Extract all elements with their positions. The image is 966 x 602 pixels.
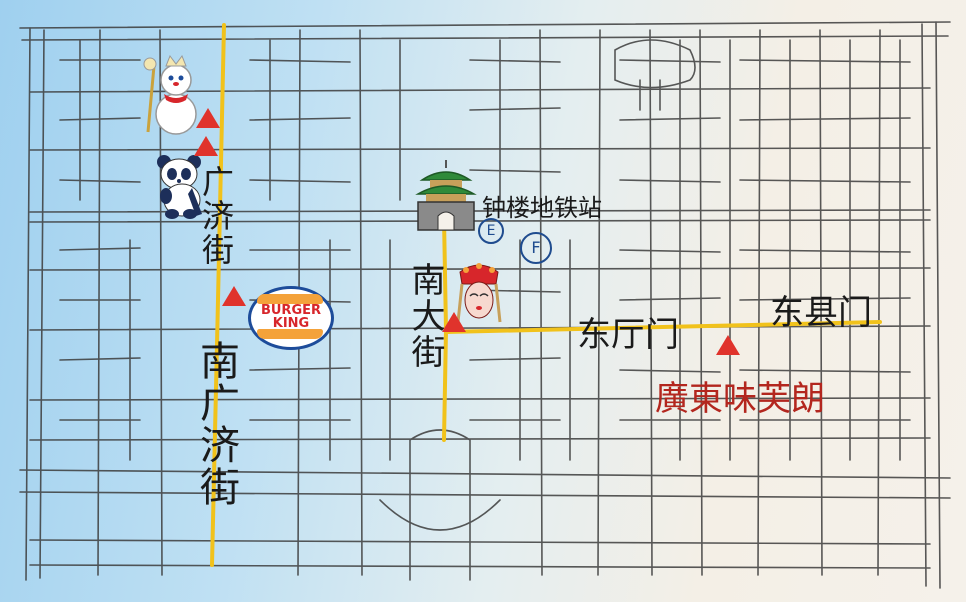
location-marker[interactable] [196, 108, 220, 128]
exit-e-label: E [486, 223, 496, 239]
street-label-nanguangji: 南广济街 [193, 340, 239, 508]
bell-tower-icon [414, 158, 478, 232]
exit-e-icon: E [478, 218, 504, 244]
burger-king-text-bottom: KING [272, 316, 310, 331]
exit-f-label: F [531, 238, 541, 257]
snowman-mascot-icon [138, 52, 200, 140]
street-label-nandajie: 南大街 [405, 262, 445, 370]
restaurant-label: 廣東味芙朗 [655, 379, 825, 419]
bell-tower-station-label: 钟楼地铁站 [482, 194, 602, 222]
street-label-dongtingmen: 东厅门 [577, 315, 679, 355]
location-marker[interactable] [194, 136, 218, 156]
street-label-dongxianmen: 东县门 [770, 293, 872, 333]
location-marker[interactable] [222, 286, 246, 306]
burger-king-text-top: BURGER [260, 303, 322, 318]
opera-mask-icon [456, 262, 502, 330]
location-marker[interactable] [716, 335, 740, 355]
burger-king-logo: BURGER KING [248, 286, 334, 350]
exit-f-icon: F [520, 232, 552, 264]
street-label-guangji: 广济街 [197, 165, 235, 267]
location-marker[interactable] [442, 312, 466, 332]
panda-mascot-icon [152, 152, 208, 220]
